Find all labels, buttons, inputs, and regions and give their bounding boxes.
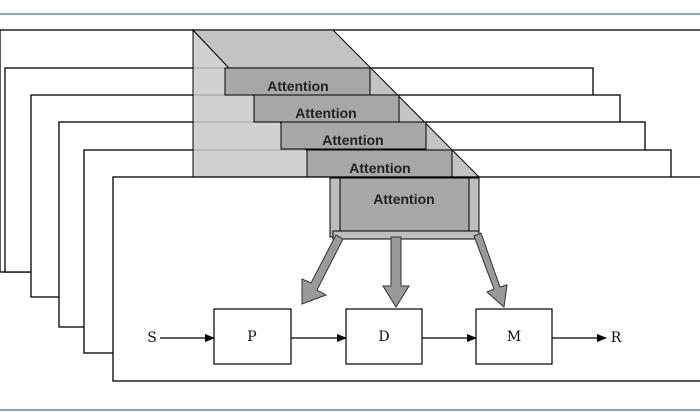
output-label-r: R [611,330,622,346]
attention-box-front: Attention [339,177,470,232]
attention-label-2: Attention [295,105,356,121]
attention-label-4: Attention [349,160,410,176]
stage-label-p: P [247,329,256,345]
attention-label-front: Attention [373,191,434,207]
attention-front-base [332,230,480,240]
attention-box-1: Attention [224,67,371,96]
input-label-s: S [147,330,157,346]
attention-arrow-to-d [382,236,410,308]
attention-arrow-to-m [473,232,508,308]
stage-box-p [213,308,292,365]
attention-front-right-slab [468,177,480,238]
stage-box-m [475,308,553,365]
stage-label-m: M [507,329,521,345]
attention-label-1: Attention [267,78,328,94]
attention-front-left-slab [329,177,341,238]
attention-box-4: Attention [306,149,453,178]
attention-box-2: Attention [253,94,400,123]
attention-arrow-to-p [301,234,344,305]
stage-label-d: D [378,329,389,345]
attention-box-3: Attention [280,121,427,150]
attention-label-3: Attention [322,132,383,148]
stage-box-d [345,308,423,365]
